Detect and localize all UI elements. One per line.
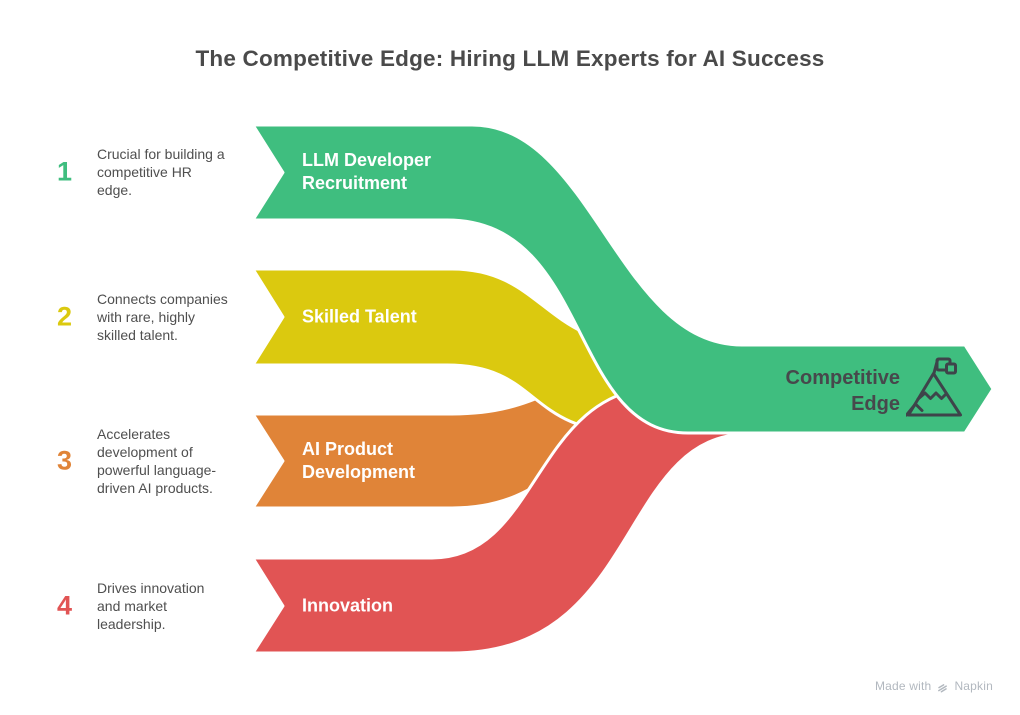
watermark: Made with Napkin <box>875 679 993 693</box>
step-description-4: Drives innovation and market leadership. <box>97 580 205 632</box>
step-number-4: 4 <box>56 590 72 621</box>
step-number-2: 2 <box>56 301 72 332</box>
step-number-1: 1 <box>56 156 72 187</box>
watermark-brand: Napkin <box>954 679 993 693</box>
step-description-3: Accelerates development of powerful lang… <box>97 426 217 496</box>
ribbon-label-llm-developer-recruitment: LLM Developer Recruitment <box>302 150 432 193</box>
ribbon-label-innovation: Innovation <box>302 595 393 616</box>
step-description-1: Crucial for building a competitive HR ed… <box>97 146 225 198</box>
napkin-logo-icon <box>938 683 948 692</box>
mountain-foothill <box>906 402 924 417</box>
step-description-2: Connects companies with rare, highly ski… <box>97 291 228 343</box>
result-label-competitive-edge: Competitive Edge <box>785 367 900 415</box>
diagram-title: The Competitive Edge: Hiring LLM Experts… <box>195 46 825 71</box>
ribbon-label-skilled-talent: Skilled Talent <box>302 306 417 327</box>
mountain-snow-zigzag <box>916 391 948 401</box>
step-number-3: 3 <box>56 445 72 476</box>
ribbon-llm-developer-recruitment-and-result-arrow <box>251 123 995 435</box>
mountain-flag-icon <box>906 357 962 417</box>
watermark-prefix: Made with <box>874 679 932 693</box>
flag-rect-small <box>945 362 957 375</box>
ribbon-label-ai-product-development: AI Product Development <box>302 439 416 482</box>
